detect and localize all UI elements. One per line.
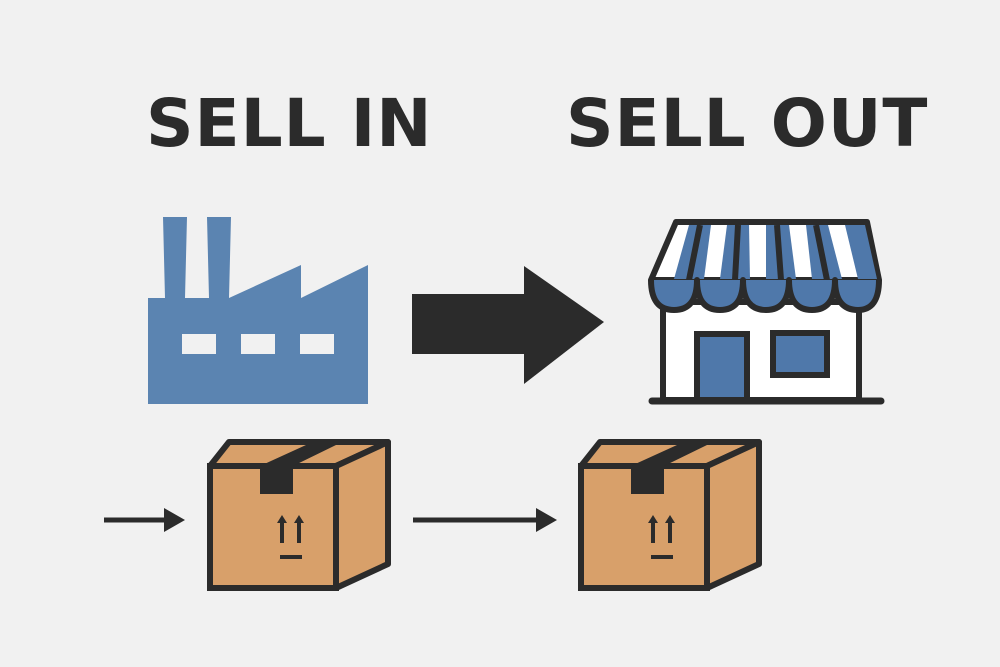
factory-icon (148, 217, 368, 404)
sell-in-title: SELL IN (146, 85, 433, 162)
small-arrow-right-icon (104, 508, 185, 532)
big-arrow-right-icon (412, 266, 604, 384)
middle-arrow-right-icon (413, 508, 557, 532)
sell-out-title: SELL OUT (566, 85, 929, 162)
store-icon (648, 219, 885, 405)
package-box-icon (578, 439, 762, 591)
package-box-icon (207, 439, 391, 591)
